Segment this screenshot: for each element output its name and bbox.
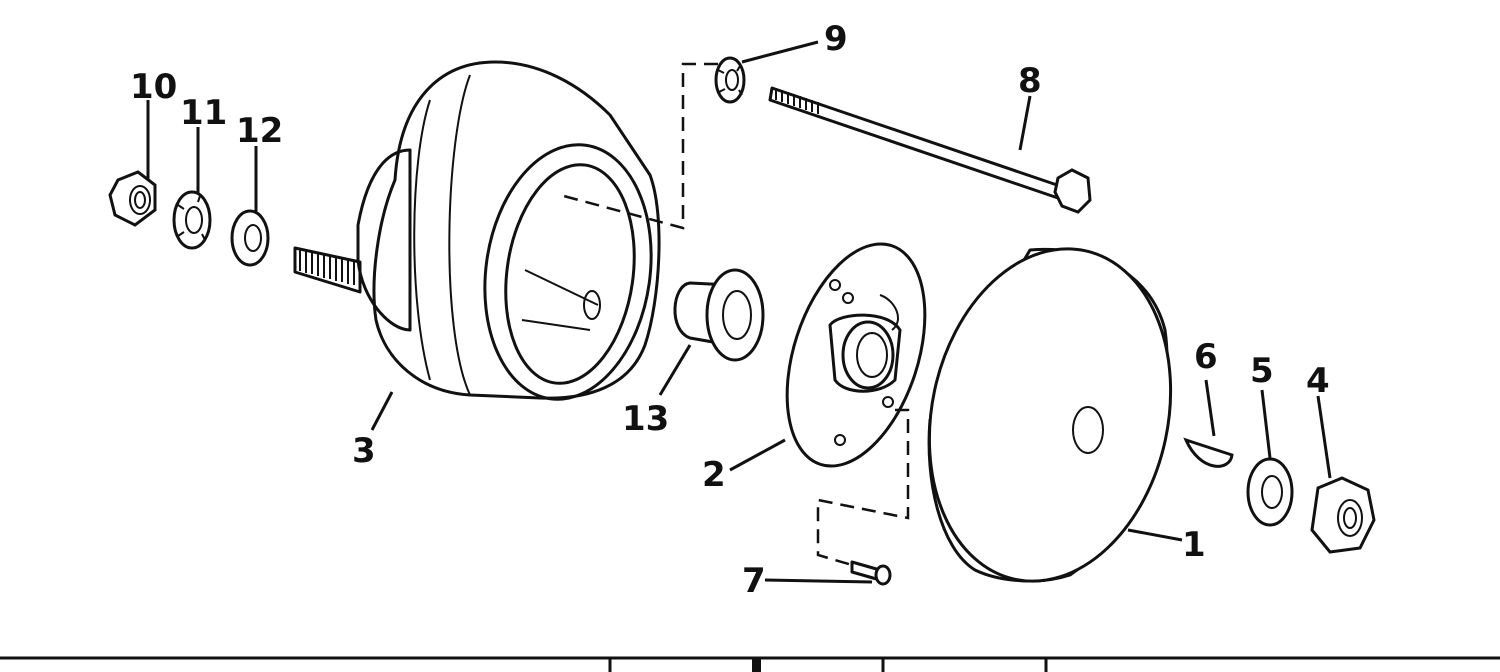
callout-5: 5 <box>1250 351 1274 391</box>
callout-11: 11 <box>180 93 227 133</box>
callout-9: 9 <box>824 19 848 59</box>
callout-6: 6 <box>1194 337 1218 377</box>
part-12-flat-washer <box>230 209 270 267</box>
callout-12: 12 <box>236 111 283 151</box>
callout-7: 7 <box>742 561 766 601</box>
bottom-table-frame <box>0 656 1500 672</box>
callout-2: 2 <box>702 455 726 495</box>
part-1-cover <box>927 247 1173 583</box>
part-2-plate <box>785 242 927 468</box>
callout-10: 10 <box>130 67 177 107</box>
part-11-lock-washer <box>172 190 212 250</box>
part-8-long-bolt <box>768 86 1092 214</box>
alignment-lines <box>559 62 910 567</box>
part-5-flat-washer <box>1246 457 1294 527</box>
part-4-hex-nut <box>1310 476 1376 554</box>
callout-1: 1 <box>1182 525 1206 565</box>
part-13-bushing <box>673 268 765 362</box>
callouts: 10 11 12 3 9 8 13 2 7 1 6 5 4 <box>130 19 1330 601</box>
callout-8: 8 <box>1018 61 1042 101</box>
callout-13: 13 <box>622 399 669 439</box>
leader-lines <box>146 40 1332 584</box>
part-9-lock-washer <box>714 56 746 104</box>
callout-4: 4 <box>1306 361 1330 401</box>
part-7-screw <box>850 560 892 586</box>
part-3-housing <box>293 60 661 401</box>
part-6-woodruff-key <box>1183 437 1234 468</box>
callout-3: 3 <box>352 431 376 471</box>
part-10-hex-nut <box>108 170 157 227</box>
